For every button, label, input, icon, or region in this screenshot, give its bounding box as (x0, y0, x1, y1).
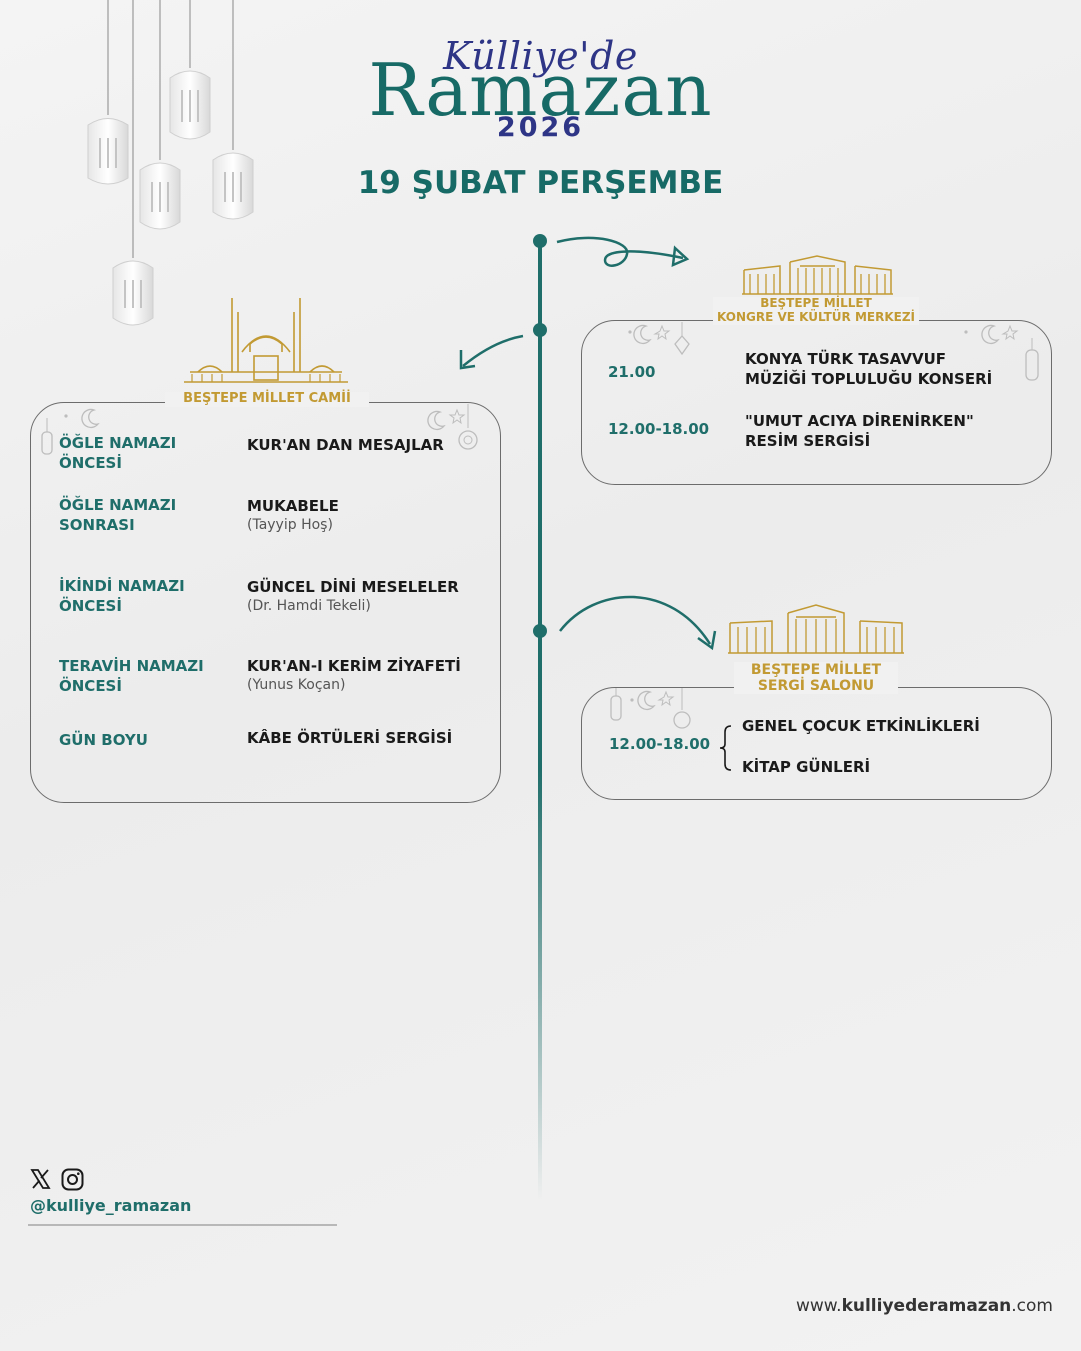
moon-star-ornament-icon (628, 322, 690, 356)
exhibition-venue-line1: BEŞTEPE MİLLET (750, 662, 882, 678)
social-handle[interactable]: @kulliye_ramazan (30, 1196, 192, 1215)
congress-event-time: 12.00-18.00 (608, 420, 710, 438)
exhibition-venue-label: BEŞTEPE MİLLET SERGİ SALONU (734, 662, 898, 695)
lantern-ornament-icon (964, 324, 1039, 381)
website-link[interactable]: www.kulliyederamazan.com (796, 1296, 1053, 1316)
congress-venue-line1: BEŞTEPE MİLLET (760, 296, 872, 310)
footer-divider (28, 1224, 337, 1226)
mosque-event-speaker: (Tayyip Hoş) (247, 517, 333, 533)
mosque-event-time: ÖĞLE NAMAZI ÖNCESİ (59, 434, 177, 473)
mosque-event-time: ÖĞLE NAMAZI SONRASI (59, 496, 177, 535)
instagram-icon[interactable] (61, 1168, 84, 1191)
arrow-to-mosque-icon (459, 334, 524, 370)
exhibition-venue-line2: SERGİ SALONU (757, 678, 875, 695)
congress-building-icon (742, 255, 893, 295)
x-twitter-icon[interactable] (30, 1169, 51, 1189)
arrow-to-exhibition-icon (559, 595, 717, 651)
brand-subtitle: Külliye'de (443, 34, 638, 78)
exhibition-building-icon (728, 604, 904, 654)
curly-brace-icon (719, 725, 732, 771)
mosque-venue-label: BEŞTEPE MİLLET CAMİİ (165, 391, 369, 407)
congress-venue-line2: KONGRE VE KÜLTÜR MERKEZİ (716, 309, 915, 324)
timeline-line (538, 240, 542, 1200)
mosque-event-speaker: (Dr. Hamdi Tekeli) (247, 598, 371, 614)
website-suffix: .com (1011, 1296, 1053, 1316)
mosque-event-title: KÂBE ÖRTÜLERİ SERGİSİ (247, 729, 453, 747)
mosque-event-title: MUKABELE (247, 497, 339, 515)
exhibition-event-time: 12.00-18.00 (609, 735, 711, 753)
congress-venue-label: BEŞTEPE MİLLET KONGRE VE KÜLTÜR MERKEZİ (713, 296, 919, 325)
congress-event-title: KONYA TÜRK TASAVVUF MÜZİĞİ TOPLULUĞU KON… (745, 350, 993, 389)
website-prefix: www. (796, 1296, 842, 1316)
arrow-to-congress-icon (556, 236, 690, 268)
mosque-event-time: İKİNDİ NAMAZI ÖNCESİ (59, 577, 185, 616)
congress-event-time: 21.00 (608, 363, 656, 381)
page-title: 19 ŞUBAT PERŞEMBE (357, 165, 724, 201)
mosque-event-time: GÜN BOYU (59, 731, 148, 749)
mosque-event-title: KUR'AN DAN MESAJLAR (247, 436, 444, 454)
timeline-dot (533, 323, 547, 337)
website-domain: kulliyederamazan (841, 1296, 1012, 1316)
mosque-event-speaker: (Yunus Koçan) (247, 677, 346, 693)
lantern-ornament-icon (610, 688, 691, 729)
exhibition-event-title: GENEL ÇOCUK ETKİNLİKLERİ (742, 717, 980, 735)
brand-year: 2026 (496, 112, 585, 143)
lantern-ornament-icon (427, 404, 478, 450)
hanging-lanterns (87, 0, 254, 326)
brand-title: Ramazan (368, 48, 713, 132)
congress-event-title: "UMUT ACIYA DİRENİRKEN" RESİM SERGİSİ (745, 412, 974, 451)
mosque-event-title: KUR'AN-I KERİM ZİYAFETİ (247, 657, 461, 675)
timeline-dot (533, 234, 547, 248)
exhibition-event-title: KİTAP GÜNLERİ (742, 758, 871, 776)
timeline-dot (533, 624, 547, 638)
mosque-icon (184, 298, 348, 383)
mosque-event-time: TERAVİH NAMAZI ÖNCESİ (59, 657, 204, 696)
moon-star-ornament-icon (41, 408, 100, 455)
mosque-event-title: GÜNCEL DİNİ MESELELER (247, 578, 459, 596)
